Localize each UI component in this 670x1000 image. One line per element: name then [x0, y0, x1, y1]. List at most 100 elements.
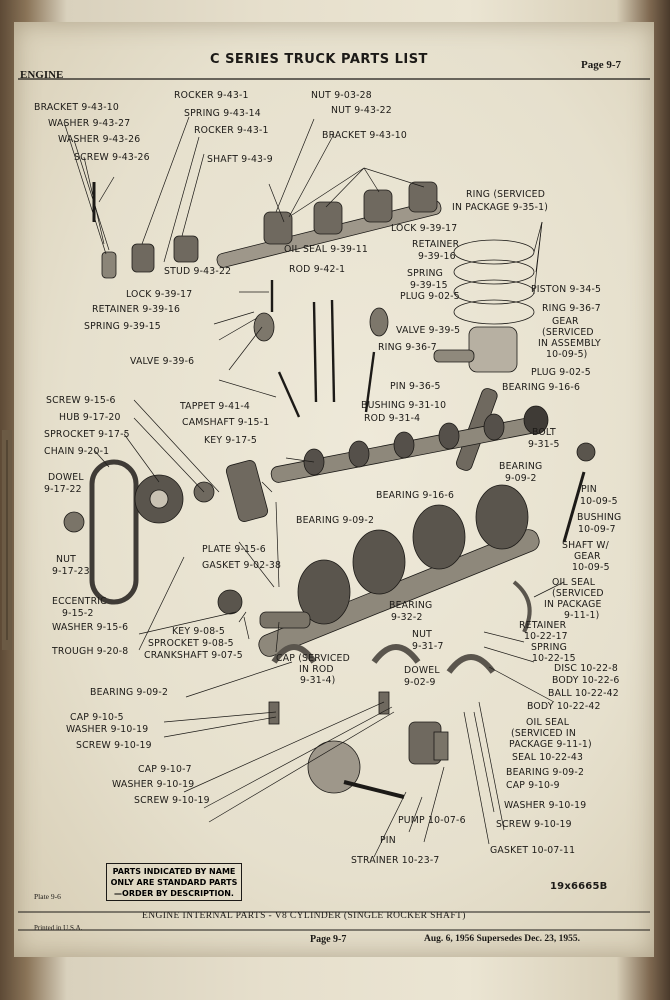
part-label: NUT	[56, 554, 77, 565]
part-label: BODY 10-22-6	[552, 675, 620, 686]
part-label: 9-17-23	[52, 566, 90, 577]
part-label: NUT	[412, 629, 433, 640]
header-page-number: Page 9-7	[581, 59, 622, 71]
part-label: BALL 10-22-42	[548, 688, 619, 699]
part-label: SPRING 9-39-15	[84, 321, 161, 332]
part-label: 9-09-2	[505, 473, 537, 484]
bearing-caps-art	[268, 580, 532, 725]
part-label: 10-09-7	[578, 524, 616, 535]
piston-art	[433, 239, 535, 373]
note-line: —ORDER BY DESCRIPTION.	[114, 889, 234, 898]
figure-id: 19x6665B	[550, 881, 608, 892]
part-label: RETAINER 9-39-16	[92, 304, 181, 315]
part-label: SPRING 9-43-14	[184, 108, 261, 119]
part-label: WASHER 9-43-26	[58, 134, 141, 145]
part-label: RING (SERVICED	[466, 189, 546, 200]
part-label: KEY 9-17-5	[204, 435, 257, 446]
part-label: CRANKSHAFT 9-07-5	[144, 650, 243, 661]
standard-parts-note: PARTS INDICATED BY NAME ONLY ARE STANDAR…	[106, 863, 242, 901]
crankshaft-art	[258, 484, 540, 657]
part-label: OIL SEAL 9-39-11	[284, 244, 368, 255]
timing-chain-art	[63, 459, 269, 615]
part-label: SCREW 9-10-19	[134, 795, 210, 806]
part-label: SPROCKET 9-17-5	[44, 429, 130, 440]
part-label: PUMP 10-07-6	[398, 815, 466, 826]
part-label: SPROCKET 9-08-5	[148, 638, 234, 649]
part-label: BRACKET 9-43-10	[322, 130, 408, 141]
part-label: BEARING 9-16-6	[376, 490, 455, 501]
part-label: IN ASSEMBLY	[538, 338, 601, 349]
part-label: GEAR	[574, 551, 601, 562]
part-label: DISC 10-22-8	[554, 663, 618, 674]
rocker-shaft-art	[92, 181, 442, 279]
part-label: BEARING 9-09-2	[90, 687, 169, 698]
part-label: GASKET 10-07-11	[490, 845, 576, 856]
part-label: SCREW 9-43-26	[74, 152, 150, 163]
pushrods-art	[270, 280, 376, 418]
part-label: TAPPET 9-41-4	[180, 401, 251, 412]
part-label: DOWEL	[404, 665, 440, 676]
part-label: 9-39-15	[410, 280, 448, 291]
part-label: RETAINER	[412, 239, 460, 250]
note-line: PARTS INDICATED BY NAME	[112, 867, 236, 876]
part-label: KEY 9-08-5	[172, 626, 225, 637]
part-label: SPRING	[531, 642, 568, 653]
part-label: PIN	[581, 484, 597, 495]
part-label: STUD 9-43-22	[164, 266, 232, 277]
part-label: ROD 9-31-4	[364, 413, 421, 424]
part-label: HUB 9-17-20	[59, 412, 121, 423]
part-label: STRAINER 10-23-7	[351, 855, 440, 866]
part-label: 10-09-5)	[546, 349, 588, 360]
catalog-page: ENGINE C SERIES TRUCK PARTS LIST Page 9-…	[14, 22, 654, 957]
part-label: WASHER 9-10-19	[504, 800, 587, 811]
part-label: RING 9-36-7	[378, 342, 437, 353]
part-label: RING 9-36-7	[542, 303, 601, 314]
part-label: 9-31-5	[528, 439, 560, 450]
part-label: PLUG 9-02-5	[531, 367, 591, 378]
part-label: WASHER 9-43-27	[48, 118, 131, 129]
part-label: SCREW 9-10-19	[496, 819, 572, 830]
part-label: BRACKET 9-43-10	[34, 102, 120, 113]
part-label: (SERVICED IN	[511, 728, 577, 739]
part-label: VALVE 9-39-5	[396, 325, 461, 336]
oil-pump-art	[307, 721, 449, 799]
part-label: NUT 9-03-28	[311, 90, 372, 101]
part-label: ROCKER 9-43-1	[174, 90, 249, 101]
part-label: ECCENTRIC	[52, 596, 107, 607]
part-label: DOWEL	[48, 472, 84, 483]
figure-caption: ENGINE INTERNAL PARTS - V8 CYLINDER (SIN…	[142, 911, 466, 921]
part-label: IN PACKAGE	[544, 599, 602, 610]
part-label: BEARING 9-16-6	[502, 382, 581, 393]
part-label: WASHER 9-15-6	[52, 622, 129, 633]
part-label: CAP (SERVICED	[276, 653, 350, 664]
part-label: 9-32-2	[391, 612, 423, 623]
section-heading: ENGINE	[20, 69, 64, 81]
part-label: NUT 9-43-22	[331, 105, 392, 116]
part-label: 9-02-9	[404, 677, 436, 688]
part-label: PACKAGE 9-11-1)	[509, 739, 592, 750]
exploded-engine-illustration	[18, 78, 650, 931]
part-label: BEARING 9-09-2	[506, 767, 585, 778]
page-title: C SERIES TRUCK PARTS LIST	[210, 52, 428, 67]
part-label: CAP 9-10-7	[138, 764, 192, 775]
part-label: 9-31-4)	[300, 675, 336, 686]
footer-page-number: Page 9-7	[310, 934, 347, 945]
part-label: CAP 9-10-9	[506, 780, 560, 791]
part-label: BOLT	[532, 427, 556, 438]
part-label: BUSHING	[577, 512, 622, 523]
part-label: BUSHING 9-31-10	[361, 400, 447, 411]
part-label: IN PACKAGE 9-35-1)	[452, 202, 549, 213]
part-label: SCREW 9-15-6	[46, 395, 116, 406]
part-label: SPRING	[407, 268, 444, 279]
part-label: PIN	[380, 835, 396, 846]
left-page-edge	[0, 430, 18, 650]
part-label: PLATE 9-15-6	[202, 544, 266, 555]
part-label: SEAL 10-22-43	[512, 752, 584, 763]
part-label: ROCKER 9-43-1	[194, 125, 269, 136]
part-label: BEARING	[499, 461, 543, 472]
part-label: GASKET 9-02-38	[202, 560, 282, 571]
part-label: BODY 10-22-42	[527, 701, 601, 712]
part-label: 9-15-2	[62, 608, 94, 619]
part-label: PIN 9-36-5	[390, 381, 441, 392]
part-label: LOCK 9-39-17	[391, 223, 458, 234]
